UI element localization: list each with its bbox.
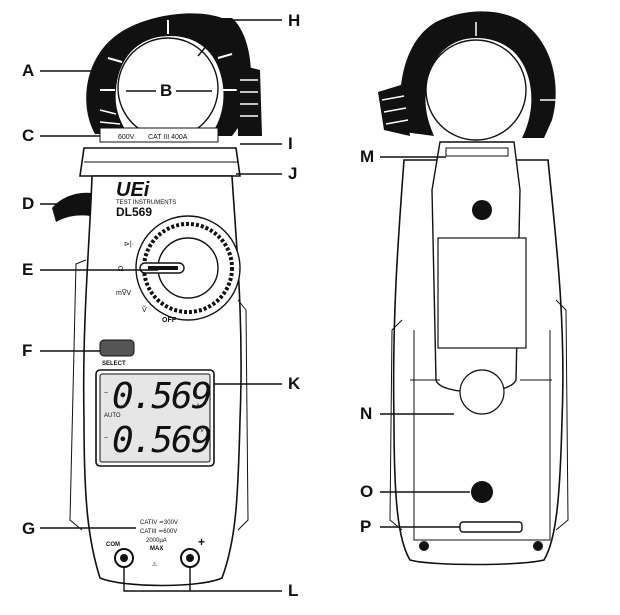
dial-diode-label: ⊳|· — [124, 241, 134, 248]
left-grip — [69, 259, 87, 531]
jaw-ticks — [100, 20, 238, 91]
warning-icon: ⚠ — [152, 561, 158, 568]
rating-current: 2000μA — [146, 538, 167, 544]
test-lead-slot[interactable] — [459, 521, 523, 533]
foot-screw-right — [533, 541, 543, 551]
battery-cover — [437, 237, 527, 349]
lcd-tilde-top: ~ — [104, 390, 108, 397]
lcd-top-reading: 0.569 — [112, 376, 211, 417]
jaw-rating-cat: CAT III 400A — [148, 134, 188, 141]
callout-j: J — [288, 164, 297, 183]
lcd-display — [99, 373, 211, 463]
callout-d: D — [22, 194, 34, 213]
callout-h: H — [288, 11, 300, 30]
lcd-unit-a: A — [196, 404, 200, 410]
jaw-hinge — [236, 64, 262, 136]
dial-off-label: OFF — [162, 317, 177, 324]
model-name: DL569 — [116, 205, 152, 219]
select-button[interactable] — [99, 339, 135, 357]
plus-label: + — [198, 535, 205, 549]
back-screw-top — [472, 200, 492, 220]
back-view — [378, 11, 569, 566]
callout-b: B — [160, 81, 172, 100]
callout-f: F — [22, 341, 32, 360]
back-screw-bottom — [471, 481, 493, 503]
callout-e: E — [22, 260, 33, 279]
jaw-trigger[interactable] — [52, 192, 100, 222]
callout-n: N — [360, 404, 372, 423]
rating-max: MAX — [150, 546, 163, 552]
foot-screw-left — [419, 541, 429, 551]
com-label: COM — [106, 542, 120, 548]
right-grip — [237, 299, 249, 531]
callout-c: C — [22, 126, 34, 145]
callout-p: P — [360, 517, 371, 536]
callout-i: I — [288, 134, 293, 153]
dial-v-label: Ṽ — [142, 305, 147, 314]
lcd-auto: AUTO — [104, 413, 121, 419]
lcd-tilde-bottom: ~ — [104, 435, 108, 442]
back-jaw-opening — [425, 39, 527, 141]
front-view: 600V CAT III 400A UEi TEST INSTRUMENTS D… — [52, 13, 262, 587]
select-label: SELECT — [102, 361, 126, 367]
positive-jack[interactable] — [180, 548, 200, 568]
com-jack[interactable] — [114, 548, 134, 568]
brand-logo: UEi — [116, 179, 150, 201]
dial-mv-label: mV̅V — [116, 289, 132, 297]
callout-o: O — [360, 482, 373, 501]
back-clamp-jaw — [400, 11, 556, 138]
callout-l: L — [288, 581, 298, 600]
rotary-dial[interactable] — [135, 215, 241, 321]
jaw-rating-voltage: 600V — [118, 134, 135, 141]
callouts: A B C D E F G H I J K L — [22, 11, 470, 600]
brand-sub: TEST INSTRUMENTS — [116, 200, 176, 206]
lcd-bottom-reading: 0.569 — [112, 420, 211, 461]
lcd-unit-v: V — [200, 428, 204, 434]
rating-cat3: CATIII ≂600V — [140, 529, 177, 535]
callout-a: A — [22, 61, 34, 80]
callout-k: K — [288, 374, 301, 393]
callout-g: G — [22, 519, 35, 538]
rating-cat4: CATIV ≂300V — [140, 520, 178, 526]
jaw-rating-band — [99, 127, 219, 143]
clamp-jaw — [86, 13, 252, 137]
callout-m: M — [360, 147, 374, 166]
